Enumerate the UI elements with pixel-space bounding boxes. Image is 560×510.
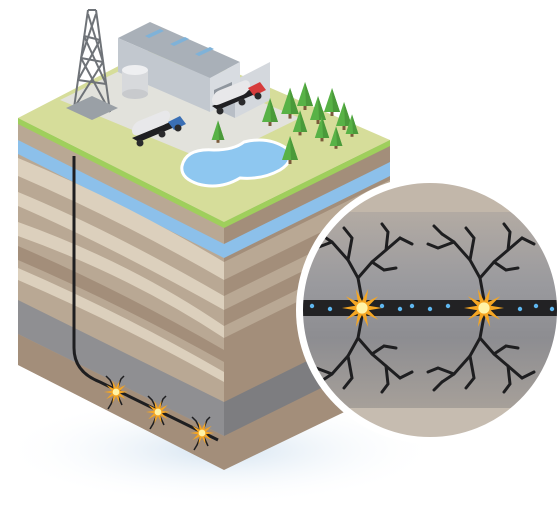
fracture-crack <box>380 222 390 252</box>
rig-base <box>66 96 118 120</box>
fracture-crack <box>370 344 398 356</box>
soil-stratum-light-3 <box>18 222 224 338</box>
fracture-burst-icon <box>464 289 504 327</box>
fracture-network <box>304 222 536 394</box>
soil-stratum-light-2 <box>18 192 224 310</box>
shale-stratum-front <box>18 300 224 436</box>
well-bore <box>72 156 219 442</box>
well-fracture-bursts <box>104 375 214 451</box>
proppant-dot <box>397 306 403 312</box>
tree-icon <box>345 114 359 137</box>
fracture-burst-icon <box>146 395 170 430</box>
proppant-dot <box>327 306 333 312</box>
proppant-dot <box>409 303 415 309</box>
proppant-dot <box>379 303 385 309</box>
tanker-truck-icon <box>132 110 186 147</box>
ground-edge-side <box>224 140 390 228</box>
ground-edge-front <box>18 118 224 228</box>
fracture-crack <box>478 236 524 280</box>
tree-icon <box>281 87 299 119</box>
concrete-pad <box>60 56 300 162</box>
soil-stratum-light-4 <box>18 268 224 382</box>
fracture-burst-icon <box>342 289 382 327</box>
fracture-crack <box>502 222 512 252</box>
inset-fracture-bursts <box>342 289 504 327</box>
fracture-burst-icon <box>190 416 214 451</box>
fracture-crack <box>398 370 414 380</box>
fracture-crack <box>464 226 476 262</box>
tree-icon <box>310 96 326 124</box>
tree-icon <box>292 110 308 136</box>
tree-icon <box>297 82 313 110</box>
tree-icon <box>211 120 225 143</box>
fracture-crack <box>502 364 512 394</box>
water-stratum-side <box>224 162 390 258</box>
proppant-particles <box>309 303 555 312</box>
fracture-crack <box>356 236 402 280</box>
fracture-crack <box>356 336 402 380</box>
proppant-dot <box>517 306 523 312</box>
soil-stratum-dark-1 <box>18 246 224 362</box>
water-stratum-front <box>18 140 224 258</box>
tanker-truck-icon-2 <box>212 80 266 115</box>
fracture-crack <box>464 354 476 390</box>
tree-icon <box>282 136 298 164</box>
proppant-dot <box>549 306 555 312</box>
fracture-crack <box>380 364 390 394</box>
burst-star <box>190 421 214 445</box>
fracture-crack <box>370 260 398 272</box>
tree-group <box>211 82 359 164</box>
proppant-dot <box>445 303 451 309</box>
fracture-crack <box>426 366 456 376</box>
fracture-crack <box>342 354 354 390</box>
fracture-crack <box>426 240 456 250</box>
fracture-crack <box>520 370 536 380</box>
tree-icon <box>329 126 343 149</box>
fracture-crack <box>520 236 536 246</box>
storage-tank-icon <box>122 65 148 99</box>
proppant-dot <box>427 306 433 312</box>
fracture-crack <box>432 224 444 236</box>
drilling-rig-icon <box>73 9 111 113</box>
tree-icon <box>262 98 278 126</box>
fracture-crack <box>492 260 520 272</box>
tree-icon <box>314 116 330 142</box>
fracture-crack <box>478 336 524 380</box>
tree-icon <box>336 102 352 130</box>
proppant-dot <box>533 303 539 309</box>
burst-star <box>146 400 170 424</box>
proppant-dot <box>309 303 315 309</box>
fracture-crack <box>398 236 414 246</box>
tree-icon <box>324 88 340 116</box>
soil-stratum-light-1 <box>18 158 224 280</box>
burst-star <box>104 380 128 404</box>
fracture-crack <box>432 380 444 392</box>
fracture-crack <box>492 344 520 356</box>
fracture-burst-icon <box>104 375 128 410</box>
fracture-crack <box>342 226 354 262</box>
